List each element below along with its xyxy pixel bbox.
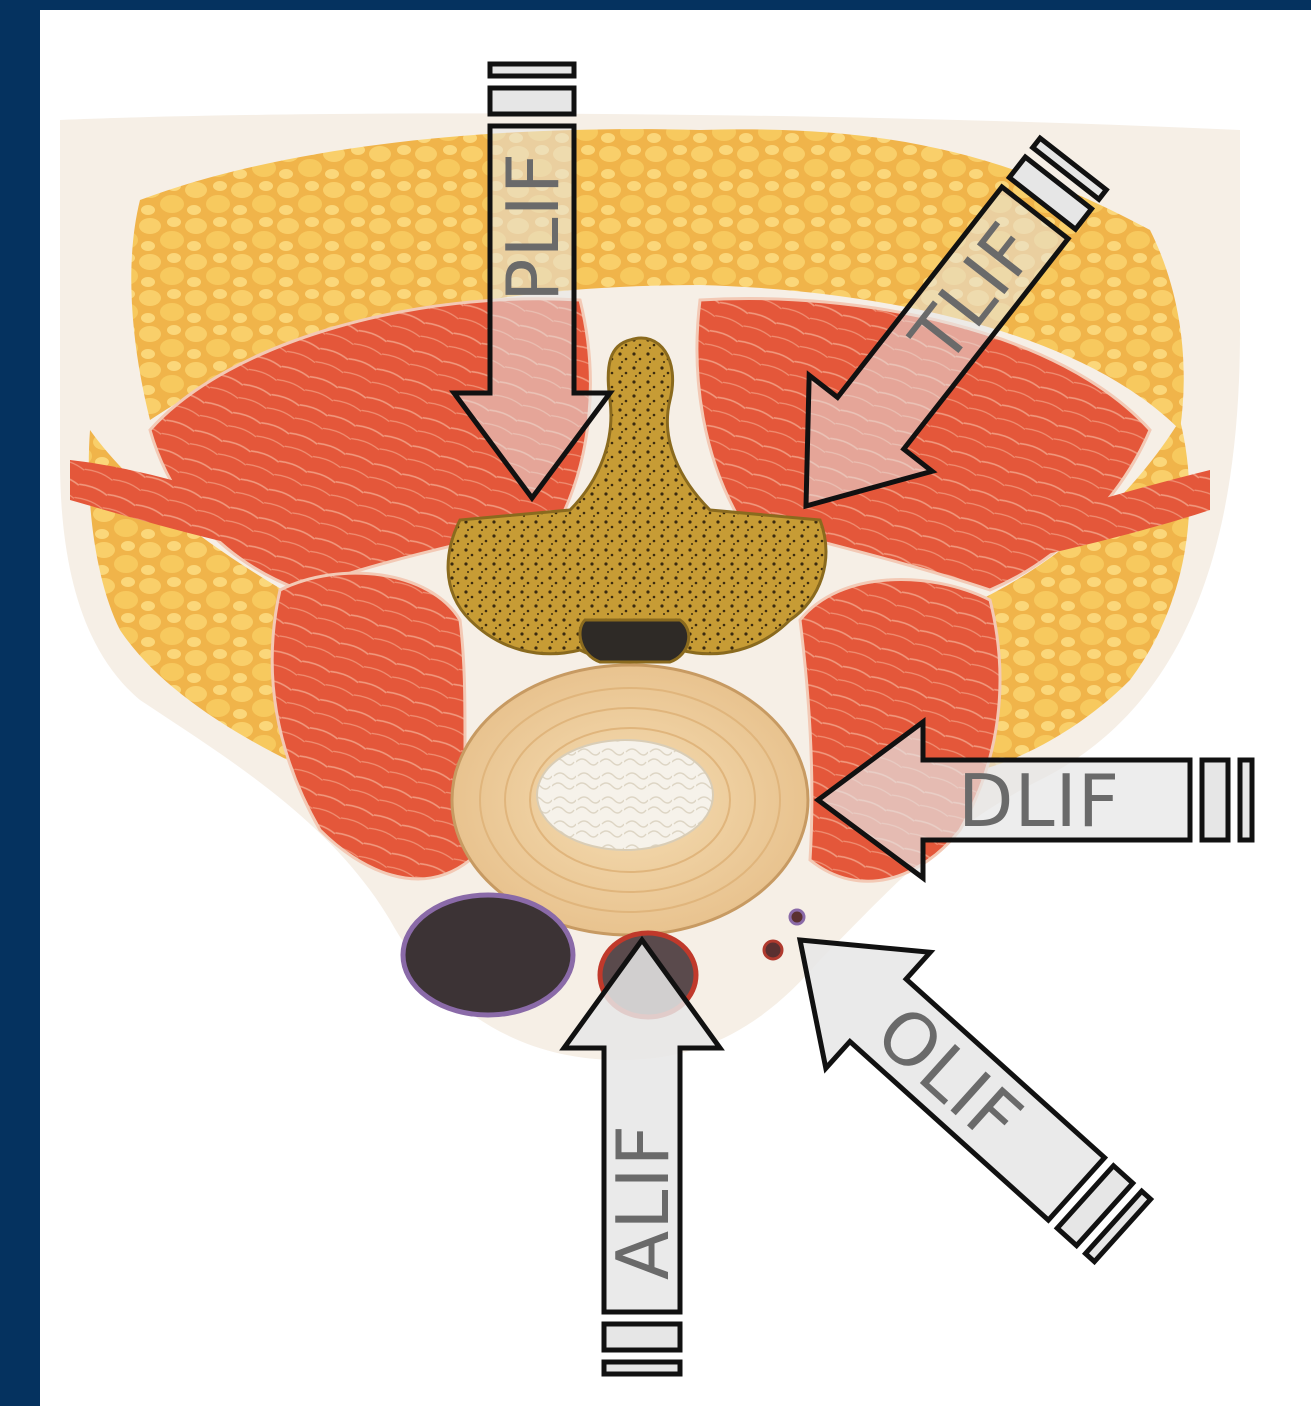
diagram-frame: PLIF TLIF DLIF OLIF	[40, 10, 1311, 1406]
arrow-plif-tail-bar	[490, 64, 574, 76]
arrow-plif-tail-bar	[490, 88, 574, 114]
spine-cross-section-diagram: PLIF TLIF DLIF OLIF	[40, 10, 1311, 1406]
arrow-alif-tail-bar	[604, 1324, 680, 1350]
arrow-olif: OLIF	[748, 882, 1175, 1288]
small-vessel	[790, 910, 804, 924]
vena-cava	[403, 895, 573, 1015]
spinal-canal	[580, 620, 689, 662]
arrow-alif-tail-bar	[604, 1362, 680, 1374]
arrow-plif-label: PLIF	[491, 152, 575, 302]
arrow-dlif-label: DLIF	[958, 759, 1120, 843]
arrow-dlif-tail-bar	[1240, 760, 1252, 840]
psoas-left	[272, 573, 470, 879]
small-vessel	[764, 941, 782, 959]
nucleus-pulposus	[537, 740, 713, 850]
arrow-dlif-tail-bar	[1202, 760, 1228, 840]
arrow-alif-label: ALIF	[601, 1124, 685, 1280]
